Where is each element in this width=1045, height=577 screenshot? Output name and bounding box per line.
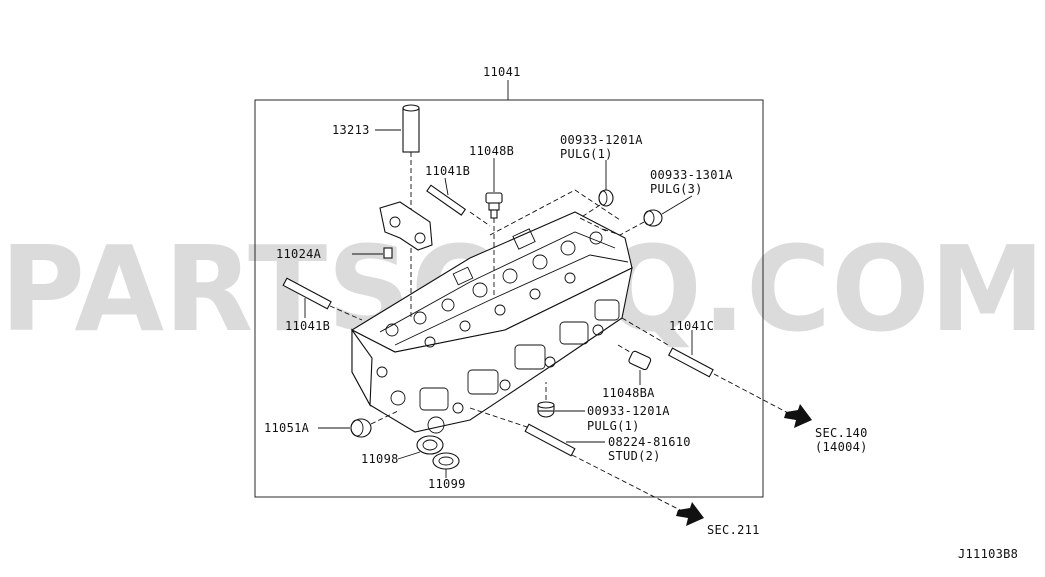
diagram-code: J11103B8 — [958, 547, 1018, 561]
label-stud2-part[interactable]: 08224-81610 — [608, 435, 691, 449]
plug-bottom — [537, 401, 555, 418]
sleeve-13213 — [402, 104, 420, 153]
plug-top — [598, 189, 614, 207]
arrow-sec140-icon[interactable] — [784, 404, 812, 428]
plug-3-leader — [661, 195, 693, 215]
seal-a-leader — [397, 451, 421, 460]
cam-bracket — [379, 201, 433, 251]
stud-11041B-left — [282, 277, 332, 310]
plug-top-axis — [579, 204, 609, 233]
seal-11099 — [432, 452, 460, 470]
bolt-11048B — [485, 192, 503, 219]
hidden-edge — [489, 189, 621, 236]
label-11024A[interactable]: 11024A — [276, 247, 322, 261]
label-11048B[interactable]: 11048B — [469, 144, 514, 158]
plug-11051A — [350, 418, 372, 438]
stud-08224 — [524, 423, 576, 457]
stud-11041B-top — [426, 184, 467, 216]
label-plug1-bottom-desc: PULG(1) — [587, 419, 640, 433]
label-plug3-desc: PULG(3) — [650, 182, 703, 196]
label-sec140[interactable]: SEC.140 — [815, 426, 868, 440]
stud2-axis-in — [469, 407, 531, 429]
assembly-frame — [254, 99, 764, 498]
stud-right-axis-in — [621, 317, 669, 346]
stud-left-axis — [329, 305, 363, 321]
label-sec140-ref: (14004) — [815, 440, 868, 454]
label-11041C[interactable]: 11041C — [669, 319, 714, 333]
bolt-ba-axis — [617, 344, 631, 353]
label-sec211[interactable]: SEC.211 — [707, 523, 760, 537]
stud-top-axis — [469, 211, 491, 227]
label-plug3-part[interactable]: 00933-1301A — [650, 168, 733, 182]
plug-3-axis — [599, 221, 645, 236]
label-11098[interactable]: 11098 — [361, 452, 399, 466]
label-11041[interactable]: 11041 — [483, 65, 521, 79]
sec140-dash — [713, 373, 791, 415]
label-plug1-bottom-part[interactable]: 00933-1201A — [587, 404, 670, 418]
label-11041B-top[interactable]: 11041B — [425, 164, 470, 178]
stud-top-leader — [444, 177, 449, 196]
sec211-dash — [571, 454, 685, 513]
cylinder-head — [350, 211, 633, 434]
label-11048BA[interactable]: 11048BA — [602, 386, 655, 400]
bolt-11048BA — [628, 350, 652, 371]
arrow-sec211-icon[interactable] — [676, 502, 704, 526]
label-plug1-top-desc: PULG(1) — [560, 147, 613, 161]
label-13213[interactable]: 13213 — [332, 123, 370, 137]
label-stud2-desc: STUD(2) — [608, 449, 661, 463]
label-11051A[interactable]: 11051A — [264, 421, 310, 435]
label-plug1-top-part[interactable]: 00933-1201A — [560, 133, 643, 147]
plug-3 — [643, 209, 663, 227]
stud-11041C — [667, 347, 714, 378]
seal-11098 — [416, 435, 444, 455]
label-11041B-left[interactable]: 11041B — [285, 319, 330, 333]
plug-left-axis — [370, 409, 401, 425]
label-11099[interactable]: 11099 — [428, 477, 466, 491]
dowel-11024A — [383, 247, 393, 259]
